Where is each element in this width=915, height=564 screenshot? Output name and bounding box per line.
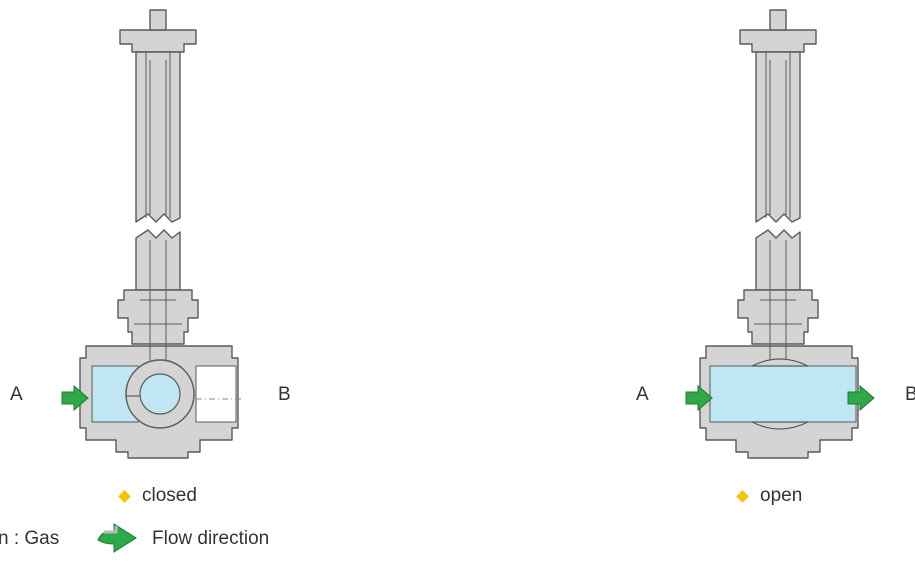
stem-lower-tube [755,229,801,291]
closed-valve-diagram [61,9,244,459]
outlet-arrow [847,384,875,412]
closed-inlet-label: A [10,384,23,405]
open-inlet-label: A [636,384,649,405]
stem-top-flange [119,29,197,53]
stem-top-flange [739,29,817,53]
outlet-passage [195,365,237,423]
stem-top-nub [149,9,167,31]
flow-direction-arrow-icon [97,523,137,553]
bonnet [737,289,819,345]
open-valve-diagram [685,9,875,459]
stem-lower-tube [135,229,181,291]
flow-direction-legend-text: Flow direction [152,528,270,549]
closed-outlet-label: B [278,384,291,405]
medium-legend-text: n : Gas [0,528,60,549]
bonnet [117,289,199,345]
inlet-arrow [61,384,89,412]
closed-state-label: closed [142,485,197,506]
stem-upper-tube [135,51,181,223]
open-state-label: open [760,485,803,506]
stem-upper-tube [755,51,801,223]
inlet-arrow [685,384,713,412]
open-flow-passage [709,365,857,423]
valve-ball-top [751,358,809,367]
ball-bore [139,373,181,415]
open-outlet-label: B [905,384,915,405]
valve-ball-bottom [751,421,809,430]
stem-top-nub [769,9,787,31]
